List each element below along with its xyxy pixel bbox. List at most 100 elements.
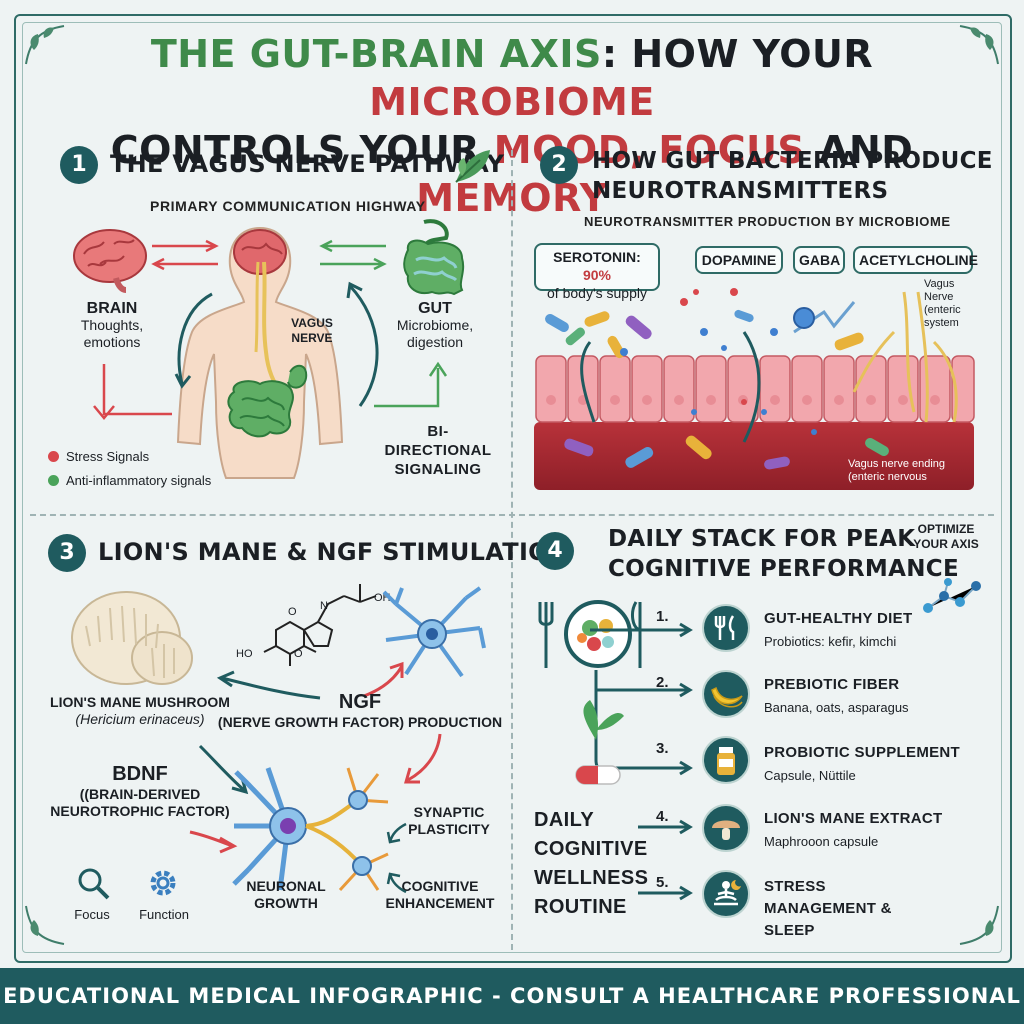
routine-label-block: DAILY COGNITIVE WELLNESS ROUTINE <box>534 806 649 922</box>
vagus-ending-label: Vagus nerve ending (enteric nervous <box>848 458 946 483</box>
step1-title: GUT-HEALTHY DIET <box>764 610 913 627</box>
step1-desc: Probiotics: kefir, kimchi <box>764 634 897 649</box>
arrow-green-right <box>320 257 387 271</box>
bdnf-title: BDNF <box>112 763 168 785</box>
mushroom-label-block: LION'S MANE MUSHROOM (Hericium erinaceus… <box>40 694 240 728</box>
arrow-to-mushroom <box>216 670 321 700</box>
neuronal-growth-label: NEURONAL GROWTH <box>246 878 326 911</box>
arrow-red-left <box>151 257 218 271</box>
section1-number: 1 <box>60 146 98 184</box>
gear-icon <box>150 870 176 896</box>
step4-title: LION'S MANE EXTRACT <box>764 810 943 827</box>
ngf-label-block: NGF (NERVE GROWTH FACTOR) PRODUCTION <box>210 690 510 731</box>
bdnf-label-block: BDNF ((BRAIN-DERIVED NEUROTROPHIC FACTOR… <box>40 762 240 820</box>
food-plate-icon <box>538 600 642 668</box>
arrow-step5 <box>638 885 693 901</box>
cognitive-enhancement-label: COGNITIVE ENHANCEMENT <box>385 878 495 911</box>
arrow-to-neuron <box>363 661 404 698</box>
footer-disclaimer: EDUCATIONAL MEDICAL INFOGRAPHIC - CONSUL… <box>0 968 1024 1024</box>
arrow-step4 <box>638 819 693 835</box>
section2-title-line2: NEUROTRANSMITTERS <box>592 178 889 204</box>
legend-dot-stress <box>48 451 59 462</box>
section3-title: LION'S MANE & NGF STIMULATION <box>98 538 570 566</box>
corner-leaf-icon <box>25 25 65 65</box>
step2-title: PREBIOTIC FIBER <box>764 676 900 693</box>
molecule-icon <box>923 578 981 613</box>
vertical-divider <box>511 150 513 950</box>
dopamine-pill: DOPAMINE <box>695 246 783 274</box>
human-body-figure <box>176 226 344 479</box>
vagus-nerve-side-label: Vagus Nerve (enteric system <box>924 278 961 329</box>
brain-label: BRAIN <box>86 300 138 317</box>
molecule-ho-label: HO <box>236 648 253 660</box>
routine-line4: ROUTINE <box>534 896 627 918</box>
arrow-to-synaptic <box>386 822 407 844</box>
neuron-network-illustration <box>232 767 389 892</box>
capsule-icon <box>575 765 621 785</box>
brain-label-block: BRAIN Thoughts, emotions <box>62 300 162 351</box>
brain-icon <box>73 229 147 293</box>
curved-arrow-down-left <box>174 292 213 389</box>
step3-desc: Capsule, Nüttile <box>764 768 856 783</box>
section1-subtitle: PRIMARY COMMUNICATION HIGHWAY <box>150 198 426 214</box>
gut-desc: Microbiome, digestion <box>396 317 474 350</box>
meditation-icon <box>702 870 750 918</box>
horizontal-divider <box>30 514 994 516</box>
gut-lining-illustration <box>534 288 975 490</box>
brain-desc: Thoughts, emotions <box>80 317 144 350</box>
section1-title: THE VAGUS NERVE PATHWAY <box>110 150 505 178</box>
section4-title-line1: DAILY STACK FOR PEAK <box>608 526 916 552</box>
legend-dot-anti-inflammatory <box>48 475 59 486</box>
outer-frame <box>14 14 1012 963</box>
step4-number: 4. <box>656 808 669 825</box>
step5-number: 5. <box>656 874 669 891</box>
section2-title: HOW GUT BACTERIA PRODUCE NEUROTRANSMITTE… <box>592 146 993 206</box>
corner-leaf-icon <box>959 905 999 945</box>
mushroom-icon <box>702 804 750 852</box>
step3-title: PROBIOTIC SUPPLEMENT <box>764 744 961 761</box>
acetylcholine-pill: ACETYLCHOLINE <box>853 246 978 274</box>
legend-anti-inflammatory: Anti-inflammatory signals <box>66 473 212 488</box>
optimize-label: OPTIMIZE YOUR AXIS <box>913 522 979 551</box>
lions-mane-mushroom-icon <box>71 591 193 685</box>
routine-line1: DAILY <box>534 809 595 831</box>
routine-line3: WELLNESS <box>534 867 649 889</box>
title-part-how-your: : HOW YOUR <box>601 32 874 76</box>
step1-number: 1. <box>656 608 669 625</box>
focus-label: Focus <box>74 907 110 922</box>
ngf-molecule-structure <box>263 584 377 666</box>
arrow-green-up <box>374 361 448 408</box>
arrow-to-cognitive <box>386 872 407 894</box>
mushroom-latin: (Hericium erinaceus) <box>75 711 205 727</box>
step2-number: 2. <box>656 674 669 691</box>
gaba-pill: GABA <box>793 246 845 274</box>
intestine-icon <box>403 219 465 296</box>
molecule-o2-label: O <box>288 606 297 618</box>
step5-title: STRESS MANAGEMENT & SLEEP <box>764 878 892 939</box>
mushroom-label: LION'S MANE MUSHROOM <box>50 694 230 710</box>
function-label: Function <box>139 907 189 922</box>
section4-title-line2: COGNITIVE PERFORMANCE <box>608 556 959 582</box>
bidirectional-label: BI-DIRECTIONAL SIGNALING <box>384 423 492 478</box>
corner-leaf-icon <box>959 25 999 65</box>
banana-icon <box>702 670 750 718</box>
bottle-icon <box>702 736 750 784</box>
curved-arrow-up-right <box>346 281 379 407</box>
gut-label: GUT <box>418 300 452 317</box>
section2-subtitle: NEUROTRANSMITTER PRODUCTION BY MICROBIOM… <box>584 214 951 229</box>
arrow-bdnf-to-neuron <box>189 830 238 854</box>
serotonin-desc: of body's supply <box>547 285 647 301</box>
arrow-red-down <box>93 364 172 420</box>
inner-frame <box>22 22 1002 953</box>
section3-number: 3 <box>48 534 86 572</box>
section4-title: DAILY STACK FOR PEAK COGNITIVE PERFORMAN… <box>608 524 959 584</box>
section4-number: 4 <box>536 532 574 570</box>
step2-desc: Banana, oats, asparagus <box>764 700 909 715</box>
neuron-icon <box>382 586 486 678</box>
step3-number: 3. <box>656 740 669 757</box>
leaf-icon <box>455 150 490 183</box>
ngf-title: NGF <box>338 691 382 713</box>
title-part-gut-brain: THE GUT-BRAIN AXIS <box>150 32 602 76</box>
title-part-microbiome: MICROBIOME <box>369 80 655 124</box>
molecule-n-label: N <box>320 600 328 612</box>
